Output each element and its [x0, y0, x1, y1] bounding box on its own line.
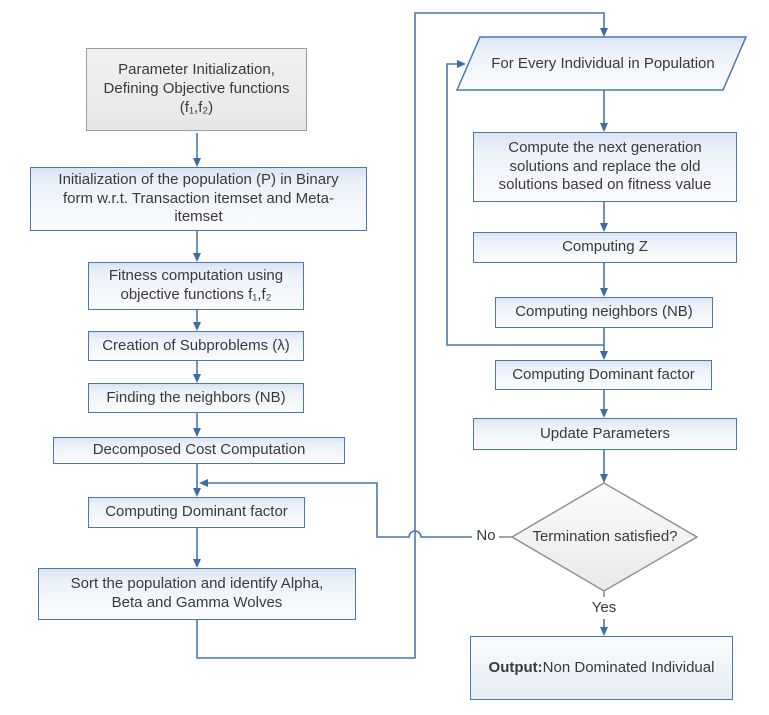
node-subproblem-creation: Creation of Subproblems (λ)	[88, 331, 304, 361]
node-output: Output: Non Dominated Individual	[470, 636, 733, 700]
termination-diamond-shape	[510, 482, 699, 592]
foreach-parallelogram-shape	[455, 36, 748, 91]
label-yes: Yes	[591, 599, 617, 616]
node-sort-population: Sort the population and identify Alpha, …	[38, 568, 356, 620]
node-compute-next-generation: Compute the next generation solutions an…	[473, 132, 737, 202]
output-label-bold: Output:	[488, 658, 543, 676]
node-population-initialization: Initialization of the population (P) in …	[30, 167, 367, 231]
node-computing-neighbors: Computing neighbors (NB)	[495, 297, 713, 328]
output-label-rest: Non Dominated Individual	[542, 658, 715, 676]
node-dominant-factor-right: Computing Dominant factor	[495, 360, 712, 390]
node-finding-neighbors: Finding the neighbors (NB)	[88, 383, 304, 413]
label-no: No	[476, 527, 496, 544]
edge-inner-loop-to-foreach	[446, 60, 604, 346]
node-termination-label: Termination satisfied?	[532, 527, 678, 545]
node-decomposed-cost: Decomposed Cost Computation	[53, 437, 345, 464]
node-update-parameters: Update Parameters	[473, 418, 737, 450]
node-dominant-factor-left: Computing Dominant factor	[88, 497, 305, 528]
edge-sort-loop-to-foreach	[196, 12, 608, 659]
node-foreach-label: For Every Individual in Population	[491, 54, 715, 72]
node-parameter-initialization: Parameter Initialization, Defining Objec…	[86, 48, 307, 131]
edge-no-loop-to-dominant-left	[199, 479, 472, 538]
node-fitness-computation: Fitness computation using objective func…	[88, 262, 304, 310]
node-computing-z: Computing Z	[473, 232, 737, 263]
